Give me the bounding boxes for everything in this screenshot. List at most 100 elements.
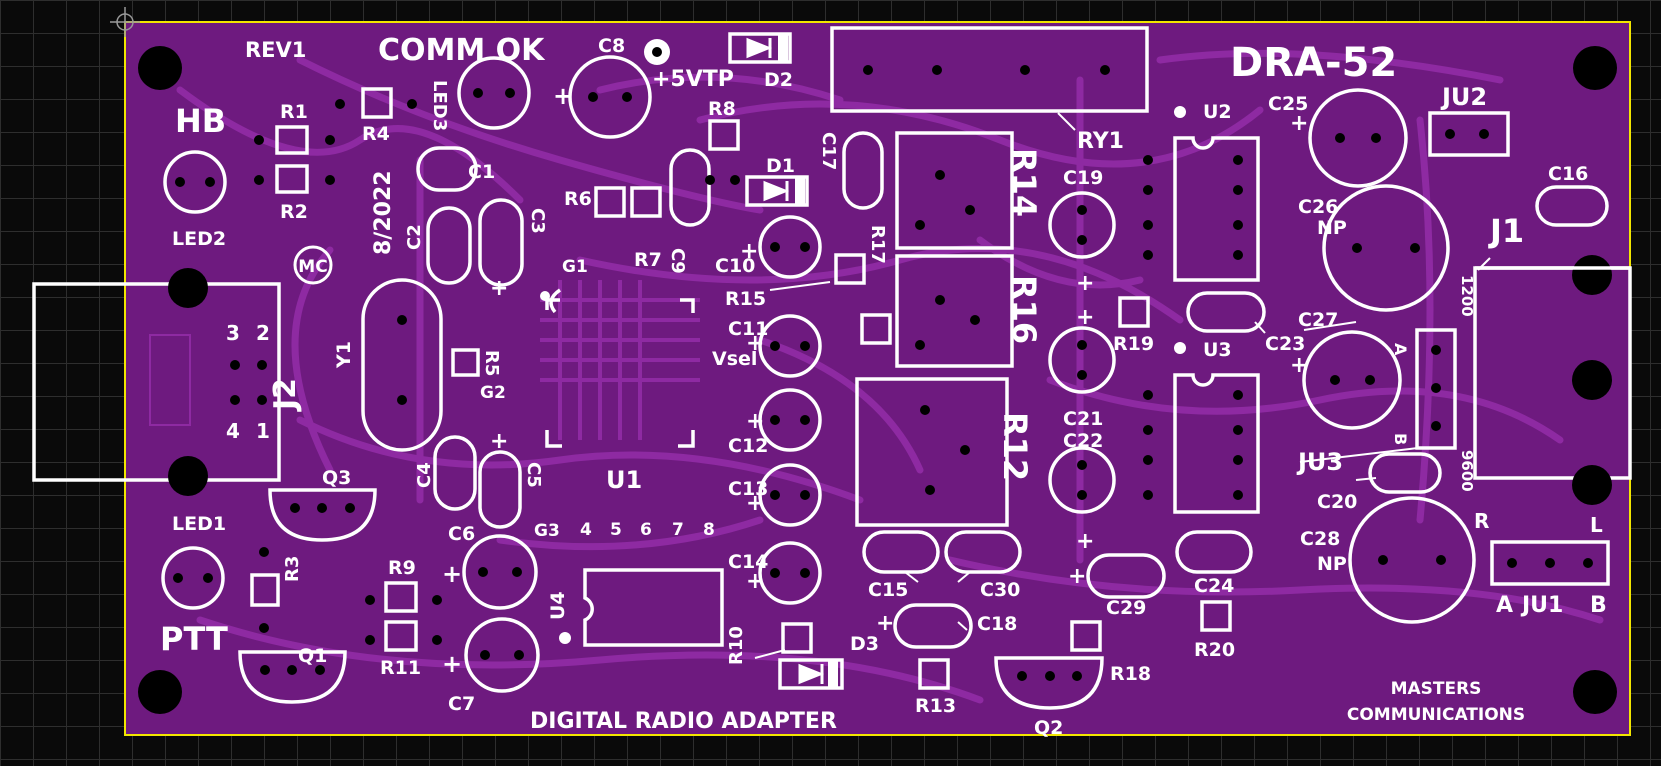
- g3-pin-numbers: 4 5 6 7 8: [580, 520, 715, 540]
- label-np-c26: NP: [1317, 217, 1347, 239]
- label-j1: J1: [1488, 212, 1524, 250]
- label-c16: C16: [1548, 163, 1588, 185]
- label-c28: C28: [1300, 528, 1340, 550]
- j2-outline: [32, 282, 281, 482]
- ju1-b-label: B: [1590, 593, 1607, 618]
- maker-line-2: COMMUNICATIONS: [1347, 705, 1525, 725]
- ry1-relay-outline: [830, 26, 1149, 113]
- label-c15: C15: [868, 579, 908, 601]
- label-d2: D2: [764, 69, 793, 91]
- label-y1: Y1: [333, 341, 355, 369]
- leader-lines: [754, 112, 1491, 659]
- j1-mount-hole: [1572, 255, 1612, 295]
- label-c3: C3: [527, 208, 548, 234]
- label-c17: C17: [818, 132, 839, 170]
- baud-9600-label: 9600: [1458, 450, 1476, 492]
- l-side-label: L: [1590, 513, 1603, 537]
- label-r3: R3: [282, 556, 303, 582]
- mounting-hole: [138, 670, 182, 714]
- u1-qfp-outline: [545, 298, 695, 448]
- ry1-pins: [863, 65, 1110, 75]
- polarity-plus: +: [490, 429, 508, 454]
- baud-1200-label: 1200: [1458, 275, 1476, 317]
- j2-pin-3: 3: [226, 321, 240, 345]
- y1-crystal-outline: [361, 278, 443, 452]
- board-subtitle: DIGITAL RADIO ADAPTER: [530, 709, 837, 734]
- label-c24: C24: [1194, 575, 1234, 597]
- copper-traces: [176, 49, 1604, 704]
- comm-ok-label: COMM OK: [378, 33, 546, 68]
- board-title: DRA-52: [1230, 40, 1397, 86]
- j2-pins: [230, 360, 267, 405]
- label-r7: R7: [634, 249, 662, 271]
- ju3-a-label: A: [1391, 343, 1410, 356]
- mc-logo-text: MC: [298, 257, 327, 277]
- label-c12: C12: [728, 435, 768, 457]
- j2-mount-hole: [168, 268, 208, 308]
- label-r20: R20: [1194, 639, 1235, 661]
- ceramic-capacitors: [416, 131, 1609, 649]
- j2-pin-4: 4: [226, 419, 240, 443]
- j1-mount-hole: [1572, 360, 1612, 400]
- label-c5: C5: [523, 462, 544, 488]
- u2-ic: [1173, 106, 1260, 282]
- label-c20: C20: [1317, 491, 1357, 513]
- origin-marker-icon: [110, 7, 140, 37]
- j2-mount-hole: [168, 456, 208, 496]
- silkscreen-text: DRA-52 REV1 COMM OK HB PTT DIGITAL RADIO…: [160, 33, 1607, 739]
- u3-ic: [1173, 342, 1260, 514]
- label-c29: C29: [1106, 597, 1146, 619]
- mounting-holes: [138, 46, 1617, 714]
- polarity-plus: +: [746, 569, 764, 594]
- label-c13: C13: [728, 478, 768, 500]
- label-g3: G3: [534, 521, 560, 541]
- label-u2: U2: [1203, 101, 1232, 123]
- r12-trimmer: [855, 377, 1009, 527]
- label-led3: LED3: [429, 80, 450, 131]
- label-r13: R13: [915, 695, 956, 717]
- label-c6: C6: [448, 523, 475, 545]
- ju1-a-label: A: [1496, 593, 1513, 618]
- label-c7: C7: [448, 693, 475, 715]
- label-r5: R5: [481, 350, 502, 376]
- polarity-plus: +: [1290, 353, 1308, 378]
- ju1-jumper: [1490, 540, 1610, 586]
- polarity-plus: +: [1290, 111, 1308, 136]
- mounting-hole: [1573, 46, 1617, 90]
- label-vtp: +5VTP: [652, 67, 734, 92]
- trimmer-pins: [915, 170, 980, 495]
- polarity-plus: +: [746, 409, 764, 434]
- label-r2: R2: [280, 201, 308, 223]
- r-side-label: R: [1474, 509, 1489, 533]
- label-r16: R16: [1005, 275, 1043, 344]
- g3-pin-number: 5: [610, 520, 622, 540]
- label-c8: C8: [598, 35, 625, 57]
- ju3-b-label: B: [1391, 433, 1410, 445]
- jumper-pins: [1431, 129, 1593, 568]
- label-r9: R9: [388, 557, 416, 579]
- label-c30: C30: [980, 579, 1020, 601]
- ju1-label: JU1: [1520, 593, 1563, 618]
- mc-logo-icon: [293, 245, 333, 285]
- label-r19: R19: [1113, 333, 1154, 355]
- label-led1: LED1: [172, 513, 226, 535]
- j2-pin-1: 1: [256, 419, 270, 443]
- label-q2: Q2: [1034, 717, 1063, 739]
- label-g2: G2: [480, 383, 506, 403]
- label-r17: R17: [867, 225, 888, 264]
- label-c19: C19: [1063, 167, 1103, 189]
- label-c11: C11: [728, 318, 768, 340]
- q2-transistor: [994, 656, 1104, 710]
- label-c26: C26: [1298, 196, 1338, 218]
- label-r14: R14: [1005, 148, 1043, 217]
- g3-pin-number: 8: [703, 520, 715, 540]
- transistor-pins: [260, 503, 1082, 681]
- d3-diode: [778, 658, 844, 690]
- date-code: 8/2022: [371, 170, 396, 255]
- g3-pin-number: 6: [640, 520, 652, 540]
- label-q3: Q3: [322, 467, 351, 489]
- ju3-jumper: [1415, 328, 1457, 450]
- label-c23: C23: [1265, 333, 1305, 355]
- ic-pins: [1143, 155, 1243, 500]
